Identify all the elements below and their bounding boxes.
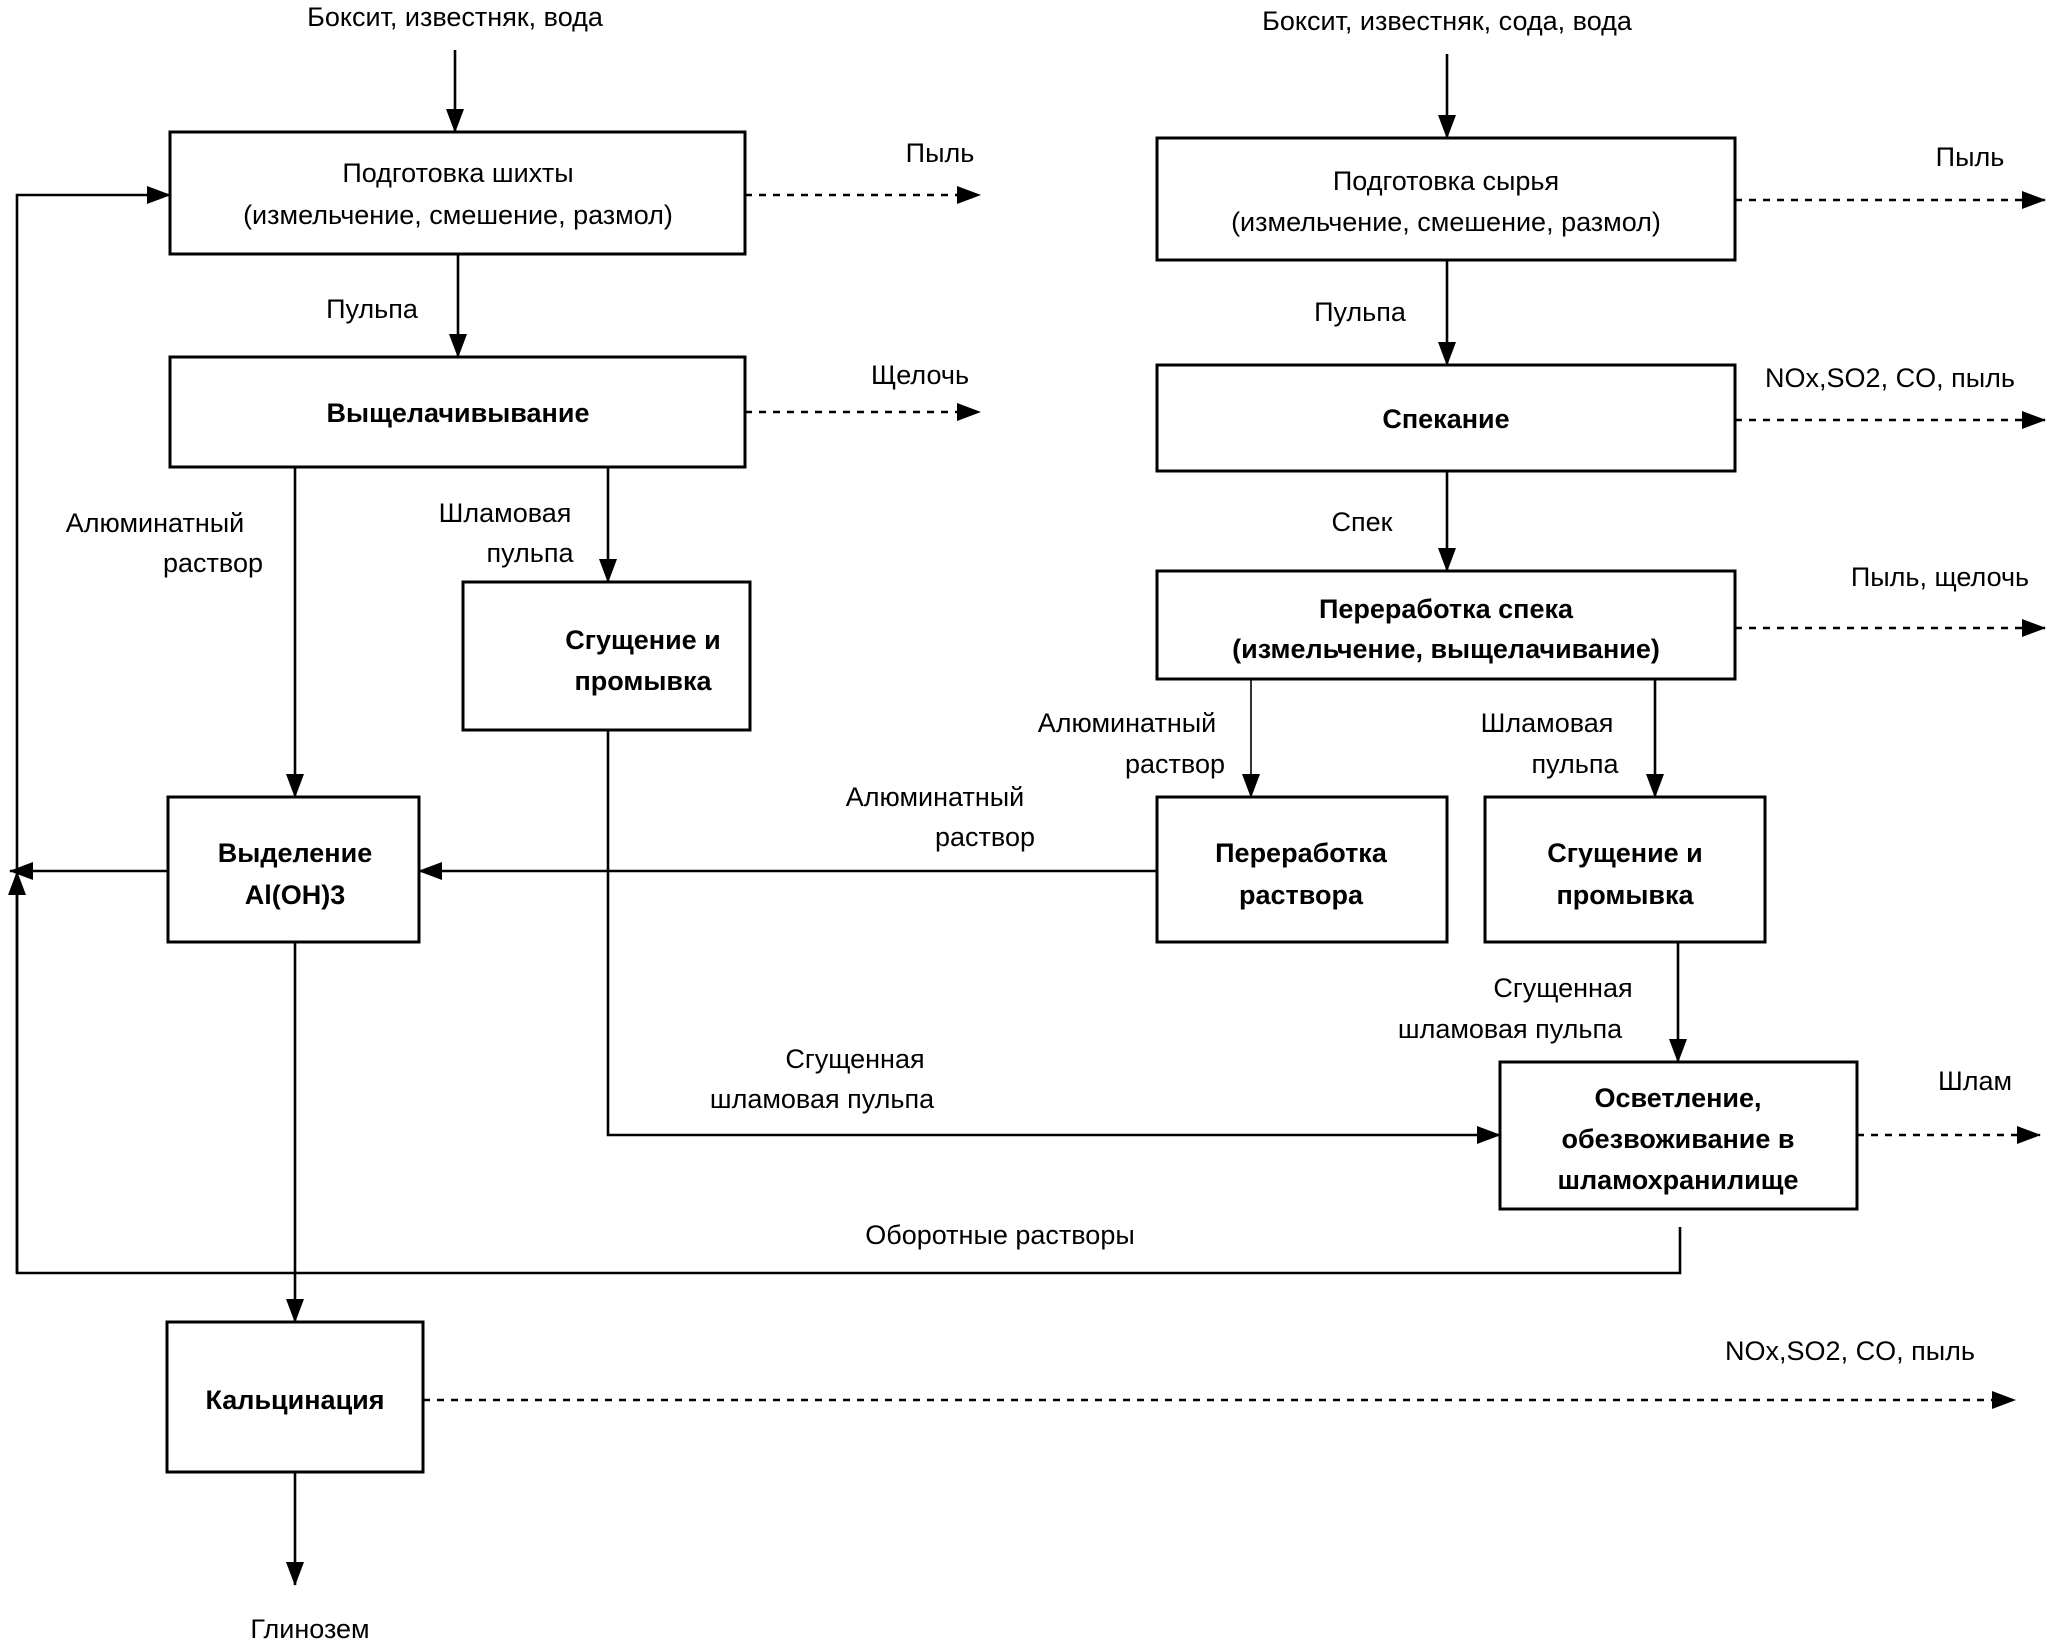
right-thicken-line1: Сгущение и [1547, 838, 1703, 868]
calc-title: Кальцинация [205, 1385, 384, 1415]
right-sol-proc-box [1155, 795, 1449, 944]
left-aluminate-label-1: Алюминатный [66, 508, 244, 538]
left-prep-subtitle: (измельчение, смешение, размол) [243, 200, 673, 230]
recycled-solutions-label: Оборотные растворы [865, 1220, 1135, 1250]
clarify-line3: шламохранилище [1557, 1165, 1798, 1195]
left-thicken-line1: Сгущение и [565, 625, 721, 655]
left-thick-sludge-label-1: Сгущенная [785, 1044, 924, 1074]
left-thicken-box [461, 580, 752, 732]
left-sludge-label-1: Шламовая [439, 498, 572, 528]
right-sinter-emission-label: NOx,SO2, CO, пыль [1765, 363, 2015, 393]
left-leach-title: Выщелачивывание [327, 398, 590, 428]
right-cake-proc-subtitle: (измельчение, выщелачивание) [1232, 634, 1660, 664]
clarify-line1: Осветление, [1594, 1083, 1761, 1113]
right-sludge-label-1: Шламовая [1481, 708, 1614, 738]
left-aluminate-label-2: раствор [163, 548, 263, 578]
right-prep-title: Подготовка сырья [1333, 166, 1559, 196]
right-thick-sludge-label-1: Сгущенная [1493, 973, 1632, 1003]
left-thick-sludge-label-2: шламовая пульпа [710, 1084, 935, 1114]
product-label: Глинозем [250, 1614, 369, 1642]
right-sol-proc-line2: раствора [1239, 880, 1364, 910]
right-sludge-label-2: пульпа [1532, 749, 1620, 779]
left-sludge-label-2: пульпа [487, 538, 575, 568]
left-leach-box [168, 355, 747, 469]
right-thicken-line2: промывка [1556, 880, 1694, 910]
right-cake-emission-label: Пыль, щелочь [1851, 562, 2029, 592]
right-input-label: Боксит, известняк, сода, вода [1262, 6, 1633, 36]
clarify-box [1498, 1060, 1859, 1211]
clarify-emission-label: Шлам [1938, 1066, 2012, 1096]
right-aluminate-label-2: раствор [1125, 749, 1225, 779]
right-sinter-title: Спекание [1382, 404, 1509, 434]
right-thicken-box [1483, 795, 1767, 944]
left-input-label: Боксит, известняк, вода [307, 2, 604, 32]
left-prep-box [168, 130, 747, 256]
left-precip-line1: Выделение [218, 838, 372, 868]
left-precip-line2: Al(OH)3 [245, 880, 346, 910]
left-pulp-label: Пульпа [326, 294, 419, 324]
right-prep-emission-label: Пыль [1936, 142, 2005, 172]
calc-box [165, 1320, 425, 1474]
right-pulp-label: Пульпа [1314, 297, 1407, 327]
left-precip-box [166, 795, 421, 944]
left-prep-emission-label: Пыль [906, 138, 975, 168]
right-prep-subtitle: (измельчение, смешение, размол) [1231, 207, 1661, 237]
right-cake-proc-box [1155, 569, 1737, 681]
calc-emission-label: NOx,SO2, CO, пыль [1725, 1336, 1975, 1366]
right-cake-proc-title: Переработка спека [1319, 594, 1574, 624]
left-prep-title: Подготовка шихты [342, 158, 573, 188]
right-aluminate-to-precip-label-1: Алюминатный [846, 782, 1024, 812]
right-prep-box [1155, 136, 1737, 262]
left-thick-sludge-arrow [606, 730, 1501, 1144]
right-cake-label: Спек [1332, 507, 1393, 537]
clarify-line2: обезвоживание в [1561, 1124, 1794, 1154]
right-thick-sludge-label-2: шламовая пульпа [1398, 1014, 1623, 1044]
right-aluminate-to-precip-label-2: раствор [935, 822, 1035, 852]
left-thicken-line2: промывка [574, 666, 712, 696]
right-aluminate-label-1: Алюминатный [1038, 708, 1216, 738]
left-leach-emission-label: Щелочь [871, 360, 969, 390]
right-sol-proc-line1: Переработка [1215, 838, 1388, 868]
